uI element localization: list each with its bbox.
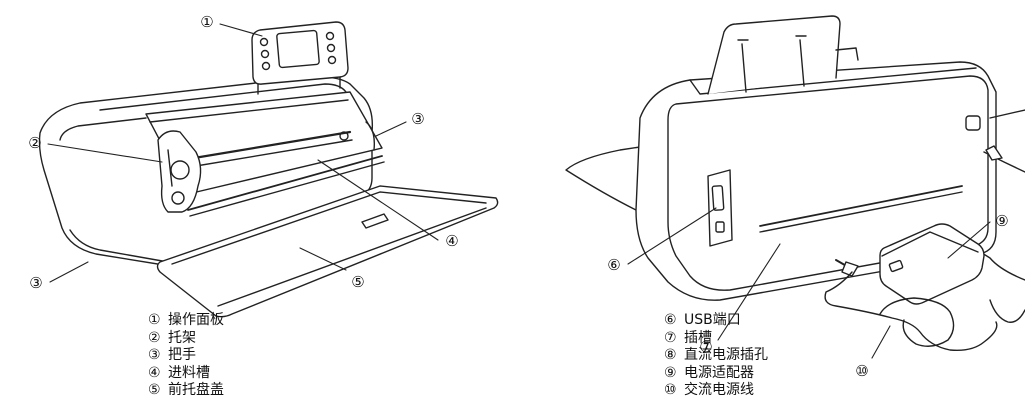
callout-2: ② — [28, 134, 41, 152]
callout-1: ① — [200, 13, 213, 31]
callout-labels: ① ② ③ ③ ④ ⑤ ⑥ ⑦ ⑨ ⑩ — [28, 13, 1008, 380]
callout-7: ⑦ — [699, 338, 712, 356]
legend-label: 直流电源插孔 — [684, 347, 768, 364]
legend-label: 操作面板 — [168, 312, 224, 328]
legend-label: 插槽 — [684, 329, 712, 346]
front-view-machine — [38, 21, 499, 318]
legend-label: 托架 — [168, 329, 196, 346]
callout-5: ⑤ — [351, 273, 364, 291]
callout-3-right: ③ — [411, 110, 424, 128]
callout-6: ⑥ — [607, 256, 620, 274]
callout-10: ⑩ — [855, 362, 868, 380]
back-leader-lines — [627, 207, 991, 359]
legend-label: USB端口 — [684, 312, 741, 328]
legend-label: 把手 — [168, 347, 196, 364]
back-view-machine — [565, 15, 1025, 352]
legend-label: 前托盘盖 — [168, 382, 224, 399]
callout-4: ④ — [445, 232, 458, 250]
front-leader-lines — [47, 23, 439, 283]
legend-label: 交流电源线 — [684, 382, 754, 399]
legend-label: 电源适配器 — [684, 364, 754, 381]
callout-9: ⑨ — [995, 212, 1008, 230]
callout-3-left: ③ — [29, 274, 42, 292]
legend-label: 进料槽 — [168, 364, 210, 381]
